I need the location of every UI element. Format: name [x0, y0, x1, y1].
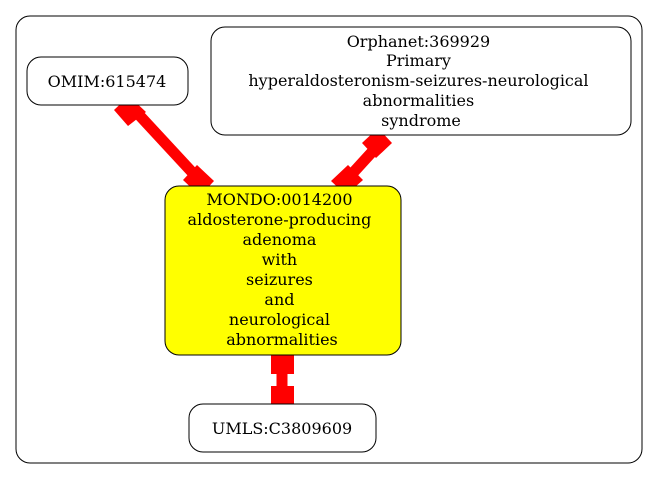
node-orphanet-line: abnormalities: [363, 91, 475, 110]
svg-text:OMIM:615474: OMIM:615474: [48, 72, 167, 91]
node-mondo-line: adenoma: [243, 230, 317, 249]
node-omim: OMIM:615474: [26, 56, 189, 106]
node-omim-line: OMIM:615474: [48, 72, 167, 91]
svg-text:MONDO:0014200 aldosteron: MONDO:0014200 aldosterone-producing aden…: [188, 190, 377, 349]
node-mondo: MONDO:0014200 aldosterone-producing aden…: [164, 185, 402, 356]
svg-text:UMLS:C3809609: UMLS:C3809609: [212, 419, 352, 438]
node-mondo-line: aldosterone-producing: [188, 210, 372, 229]
node-mondo-line: seizures: [246, 270, 313, 289]
svg-text:Orphanet:369929 Primary: Orphanet:369929 Primary hyperaldosteroni…: [248, 32, 593, 130]
node-orphanet: Orphanet:369929 Primary hyperaldosteroni…: [210, 26, 632, 136]
node-mondo-line: with: [262, 250, 298, 269]
cluster-border: [15, 15, 643, 464]
node-orphanet-line: syndrome: [381, 111, 461, 130]
node-umls: UMLS:C3809609: [188, 403, 377, 453]
node-mondo-line: neurological: [229, 310, 330, 329]
edge-orphanet-mondo: [331, 128, 392, 195]
node-umls-line: UMLS:C3809609: [212, 419, 352, 438]
node-orphanet-line: hyperaldosteronism-seizures-neurological: [248, 71, 588, 90]
node-mondo-line: MONDO:0014200: [206, 190, 352, 209]
node-mondo-line: abnormalities: [226, 330, 338, 349]
node-mondo-box: [164, 185, 402, 356]
edge-mondo-umls: [271, 350, 294, 409]
node-omim-box: [26, 56, 189, 106]
node-orphanet-box: [210, 26, 632, 136]
edge-omim-mondo: [114, 96, 214, 196]
node-umls-box: [188, 403, 377, 453]
node-orphanet-line: Orphanet:369929: [347, 32, 491, 51]
node-mondo-line: and: [264, 290, 294, 309]
node-orphanet-line: Primary: [386, 51, 451, 70]
